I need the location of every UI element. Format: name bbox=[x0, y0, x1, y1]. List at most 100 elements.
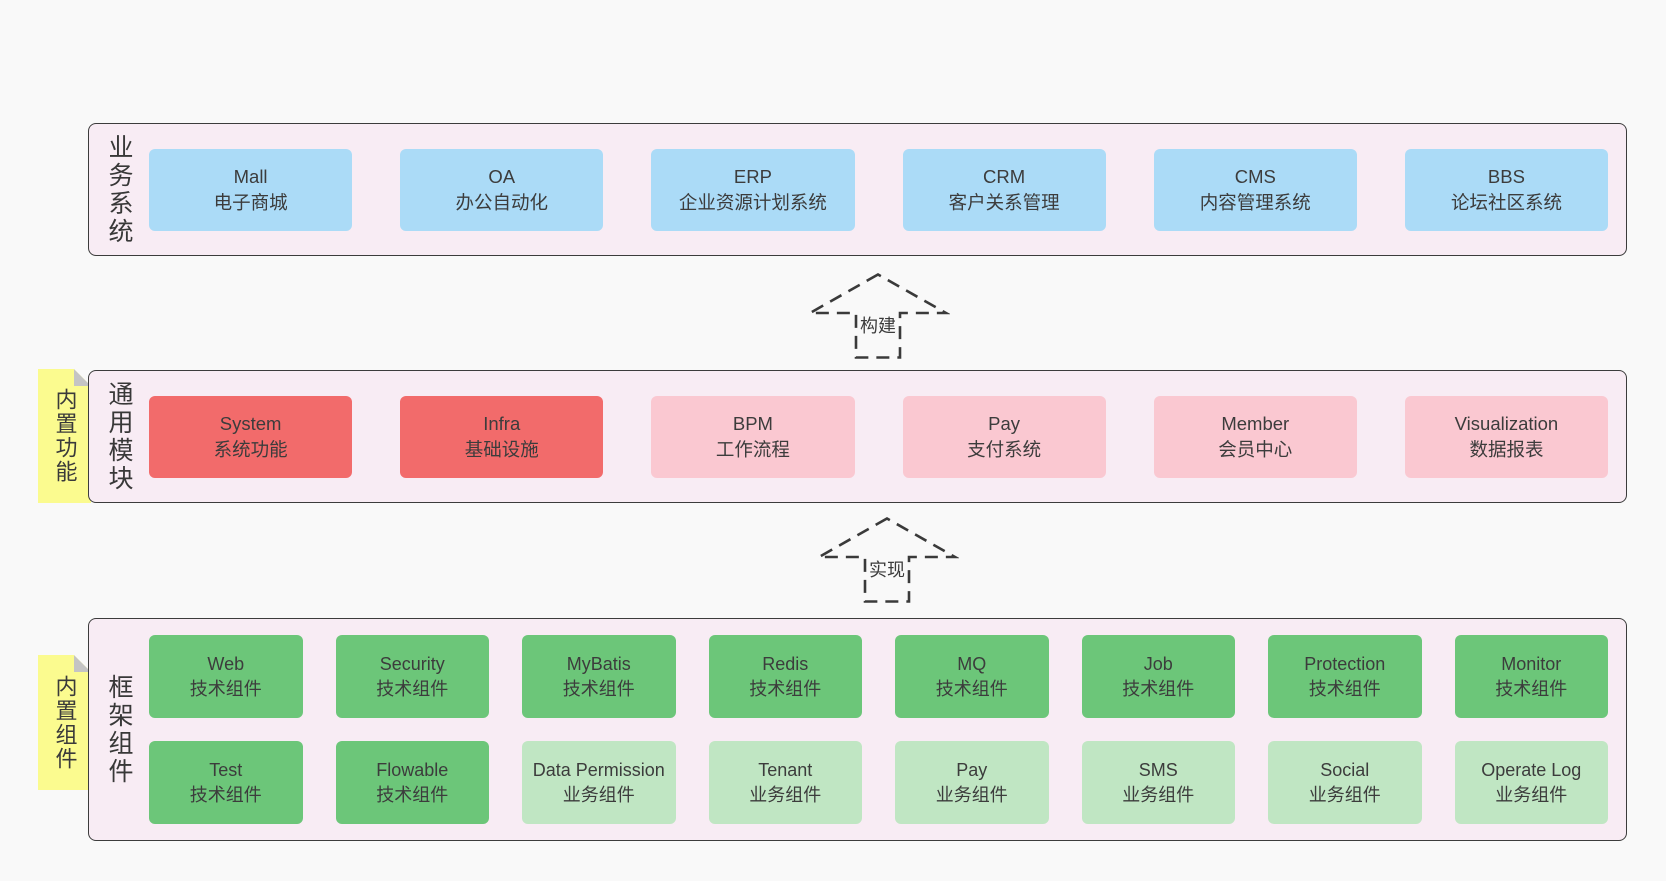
box-title: SMS bbox=[1138, 759, 1178, 780]
box-subtitle: 技术组件 bbox=[376, 784, 449, 805]
box-title: ERP bbox=[733, 165, 772, 187]
arrow-implement-up: 实现 bbox=[815, 516, 959, 604]
box-data-permission: Data Permission 业务组件 bbox=[522, 741, 676, 824]
box-subtitle: 业务组件 bbox=[1308, 784, 1381, 805]
box-infra: Infra 基础设施 bbox=[400, 395, 604, 478]
box-title: Pay bbox=[988, 412, 1021, 434]
box-member: Member 会员中心 bbox=[1153, 395, 1357, 478]
box-protection: Protection 技术组件 bbox=[1268, 635, 1422, 718]
box-title: Social bbox=[1320, 759, 1370, 780]
box-title: Protection bbox=[1304, 653, 1386, 674]
box-title: MQ bbox=[957, 653, 987, 674]
dashed-up-arrow-icon bbox=[806, 273, 950, 359]
box-tenant: Tenant 业务组件 bbox=[708, 741, 862, 824]
box-operate-log: Operate Log 业务组件 bbox=[1454, 741, 1608, 824]
box-flowable: Flowable 技术组件 bbox=[335, 741, 489, 824]
layer-common-modules: 通用模块 System 系统功能 Infra 基础设施 BPM 工作流程 Pay 支付系统 Me… bbox=[88, 370, 1627, 503]
box-title: Flowable bbox=[376, 759, 449, 780]
arrow-label: 实现 bbox=[867, 556, 907, 582]
box-subtitle: 技术组件 bbox=[935, 678, 1008, 699]
box-job: Job 技术组件 bbox=[1081, 635, 1235, 718]
sticky-note-label: 内置组件 bbox=[52, 674, 78, 771]
box-subtitle: 基础设施 bbox=[464, 438, 539, 460]
box-subtitle: 技术组件 bbox=[189, 678, 262, 699]
box-subtitle: 工作流程 bbox=[715, 438, 790, 460]
box-erp: ERP 企业资源计划系统 bbox=[651, 148, 855, 231]
layer-label: 通用模块 bbox=[105, 380, 133, 493]
box-subtitle: 客户关系管理 bbox=[948, 191, 1060, 213]
box-title: OA bbox=[488, 165, 516, 187]
box-title: BBS bbox=[1487, 165, 1525, 187]
box-subtitle: 业务组件 bbox=[1495, 784, 1568, 805]
dashed-up-arrow-icon bbox=[815, 517, 959, 603]
box-crm: CRM 客户关系管理 bbox=[902, 148, 1106, 231]
box-subtitle: 业务组件 bbox=[935, 784, 1008, 805]
box-subtitle: 业务组件 bbox=[1122, 784, 1195, 805]
sticky-note-built-in-features: 内置功能 bbox=[38, 369, 91, 503]
box-subtitle: 技术组件 bbox=[376, 678, 449, 699]
box-subtitle: 系统功能 bbox=[213, 438, 288, 460]
box-subtitle: 支付系统 bbox=[967, 438, 1042, 460]
arrow-label: 构建 bbox=[858, 312, 898, 338]
box-title: Operate Log bbox=[1481, 759, 1582, 780]
box-pay: Pay 支付系统 bbox=[902, 395, 1106, 478]
box-title: BPM bbox=[732, 412, 773, 434]
arrow-build-up: 构建 bbox=[806, 272, 950, 360]
box-subtitle: 技术组件 bbox=[749, 678, 822, 699]
box-title: CRM bbox=[983, 165, 1026, 187]
box-title: Tenant bbox=[758, 759, 813, 780]
box-visualization: Visualization 数据报表 bbox=[1404, 395, 1609, 478]
box-row: System 系统功能 Infra 基础设施 BPM 工作流程 Pay 支付系统 Member 会… bbox=[149, 395, 1609, 478]
box-social: Social 业务组件 bbox=[1268, 741, 1422, 824]
box-subtitle: 业务组件 bbox=[562, 784, 635, 805]
layer-label: 业务系统 bbox=[105, 133, 133, 246]
box-subtitle: 技术组件 bbox=[189, 784, 262, 805]
box-subtitle: 技术组件 bbox=[1495, 678, 1568, 699]
box-title: Pay bbox=[956, 759, 988, 780]
box-title: Monitor bbox=[1501, 653, 1562, 674]
box-sms: SMS 业务组件 bbox=[1081, 741, 1235, 824]
box-subtitle: 技术组件 bbox=[1308, 678, 1381, 699]
box-subtitle: 企业资源计划系统 bbox=[678, 191, 827, 213]
box-subtitle: 会员中心 bbox=[1218, 438, 1293, 460]
box-subtitle: 业务组件 bbox=[749, 784, 822, 805]
box-title: Redis bbox=[762, 653, 809, 674]
box-title: Mall bbox=[233, 165, 268, 187]
box-title: Job bbox=[1143, 653, 1173, 674]
box-subtitle: 电子商城 bbox=[213, 191, 288, 213]
box-security: Security 技术组件 bbox=[335, 635, 489, 718]
box-subtitle: 数据报表 bbox=[1469, 438, 1544, 460]
box-monitor: Monitor 技术组件 bbox=[1454, 635, 1608, 718]
sticky-note-built-in-components: 内置组件 bbox=[38, 655, 91, 790]
box-bpm: BPM 工作流程 bbox=[651, 395, 855, 478]
box-title: Security bbox=[379, 653, 445, 674]
box-title: Test bbox=[209, 759, 243, 780]
box-system: System 系统功能 bbox=[149, 395, 353, 478]
box-mall: Mall 电子商城 bbox=[149, 148, 353, 231]
layer-label: 框架组件 bbox=[105, 673, 133, 786]
box-cms: CMS 内容管理系统 bbox=[1153, 148, 1357, 231]
sticky-note-label: 内置功能 bbox=[52, 388, 78, 484]
box-title: Visualization bbox=[1454, 412, 1559, 434]
box-subtitle: 内容管理系统 bbox=[1199, 191, 1311, 213]
box-title: Member bbox=[1221, 412, 1290, 434]
box-title: System bbox=[219, 412, 282, 434]
box-subtitle: 技术组件 bbox=[1122, 678, 1195, 699]
box-title: Data Permission bbox=[532, 759, 665, 780]
box-title: MyBatis bbox=[566, 653, 631, 674]
box-title: Infra bbox=[483, 412, 521, 434]
box-subtitle: 论坛社区系统 bbox=[1450, 191, 1562, 213]
box-title: CMS bbox=[1234, 165, 1276, 187]
box-bbs: BBS 论坛社区系统 bbox=[1404, 148, 1609, 231]
layer-content: System 系统功能 Infra 基础设施 BPM 工作流程 Pay 支付系统 Member 会… bbox=[149, 395, 1626, 478]
box-test: Test 技术组件 bbox=[149, 741, 303, 824]
